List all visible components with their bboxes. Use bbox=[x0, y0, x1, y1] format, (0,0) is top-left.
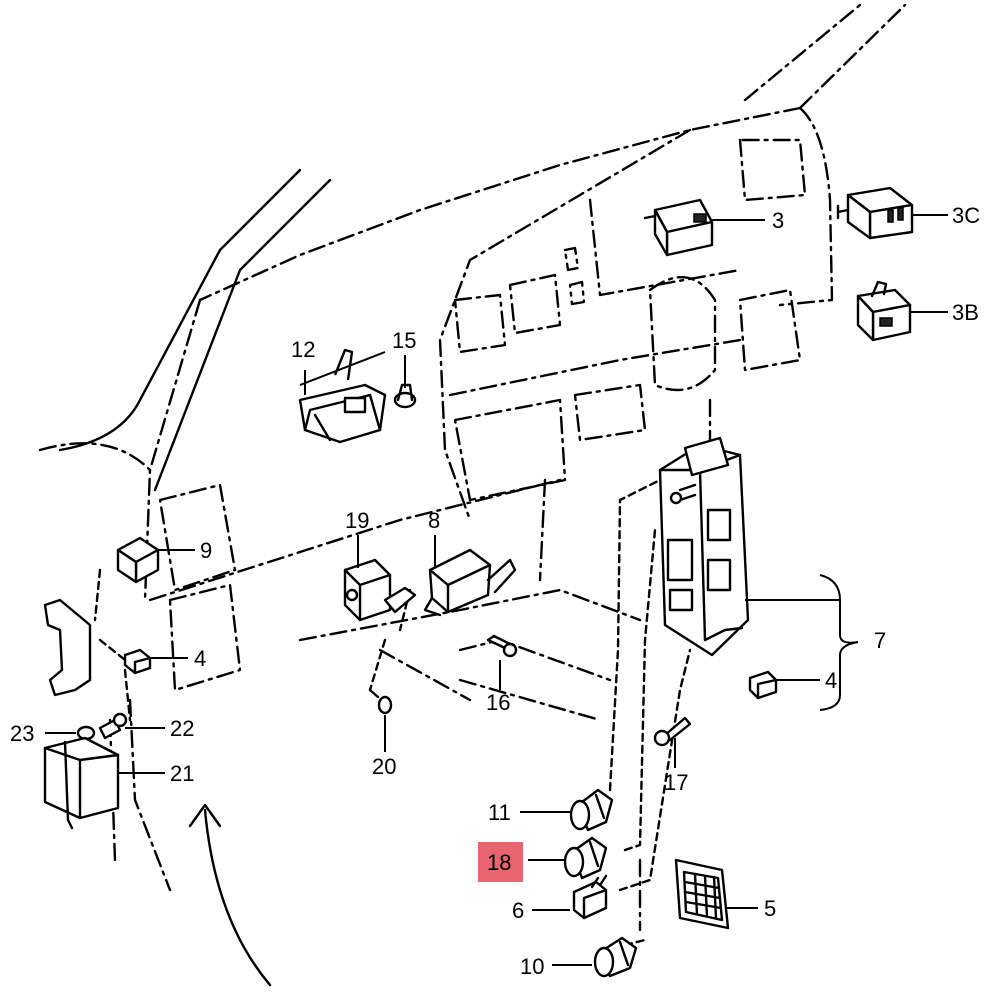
part-20-clip bbox=[368, 688, 393, 715]
callout-22[interactable]: 22 bbox=[170, 716, 194, 741]
direction-arrow bbox=[188, 803, 272, 987]
callout-18[interactable]: 18 bbox=[487, 850, 511, 875]
part-3c-relay bbox=[836, 186, 914, 240]
part-6-socket bbox=[572, 874, 608, 920]
callout-6[interactable]: 6 bbox=[512, 898, 524, 923]
part-18-socket bbox=[563, 836, 608, 880]
part-16-bolt bbox=[486, 634, 518, 658]
callout-16[interactable]: 16 bbox=[486, 690, 510, 715]
callout-3b[interactable]: 3B bbox=[952, 300, 979, 325]
callout-10[interactable]: 10 bbox=[520, 954, 544, 979]
callout-15[interactable]: 15 bbox=[392, 328, 416, 353]
callout-labels: 3 3C 3B 12 15 9 19 8 4 7 4 16 20 23 22 2… bbox=[10, 203, 980, 979]
callout-3c[interactable]: 3C bbox=[952, 203, 980, 228]
part-10-socket bbox=[593, 936, 638, 978]
callout-18-highlight bbox=[478, 842, 523, 882]
callout-23[interactable]: 23 bbox=[10, 721, 34, 746]
callout-12[interactable]: 12 bbox=[291, 337, 315, 362]
part-15-clip bbox=[393, 383, 417, 409]
part-17-bolt bbox=[653, 716, 692, 747]
part-3b-relay bbox=[856, 280, 912, 342]
vehicle-outline bbox=[38, 3, 907, 932]
part-4-relay-left bbox=[123, 648, 152, 675]
callout-7[interactable]: 7 bbox=[874, 628, 886, 653]
callout-17[interactable]: 17 bbox=[664, 770, 688, 795]
part-9-relay bbox=[116, 536, 160, 584]
part-5-grille bbox=[674, 858, 730, 930]
callout-4-left[interactable]: 4 bbox=[194, 646, 206, 671]
part-19-relay bbox=[343, 558, 417, 622]
callout-5[interactable]: 5 bbox=[764, 896, 776, 921]
part-8-bracket bbox=[423, 548, 517, 617]
part-21-module bbox=[43, 736, 120, 830]
part-left-bracket bbox=[43, 598, 92, 697]
callout-4-right[interactable]: 4 bbox=[825, 668, 837, 693]
callout-11[interactable]: 11 bbox=[488, 800, 511, 825]
callout-8[interactable]: 8 bbox=[428, 508, 440, 533]
part-7-fuse-box bbox=[658, 436, 750, 657]
part-4-relay-right bbox=[748, 670, 778, 700]
leader-lines bbox=[45, 214, 948, 966]
part-11-socket bbox=[569, 788, 614, 832]
callout-9[interactable]: 9 bbox=[200, 538, 212, 563]
callout-20[interactable]: 20 bbox=[372, 754, 396, 779]
part-3-relay bbox=[643, 198, 714, 257]
part-22-screw bbox=[98, 712, 128, 740]
callout-3[interactable]: 3 bbox=[772, 208, 784, 233]
part-12-module bbox=[298, 348, 387, 444]
callout-21[interactable]: 21 bbox=[170, 761, 194, 786]
callout-19[interactable]: 19 bbox=[345, 508, 369, 533]
